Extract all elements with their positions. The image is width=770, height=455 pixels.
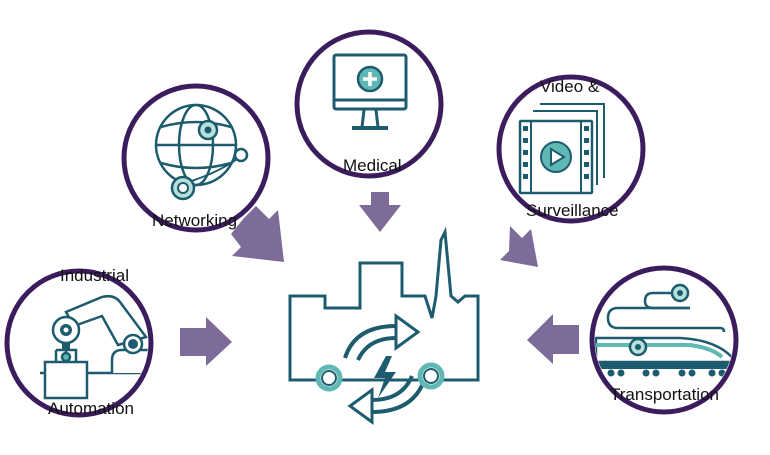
factory-power-cycle-icon	[288, 226, 480, 425]
arrow-networking	[231, 206, 284, 262]
bullet-train-icon	[595, 283, 733, 377]
factory-outline	[288, 226, 480, 382]
node-circle-networking	[121, 83, 271, 233]
label-medical: Medical	[343, 156, 402, 175]
robot-arm-icon	[40, 294, 148, 400]
label-industrial-bottom: Automation	[48, 399, 134, 418]
node-circle-video	[496, 74, 646, 224]
globe-network-icon	[154, 103, 249, 201]
label-video-top: Video &	[540, 77, 600, 96]
label-transportation: Transportation	[610, 385, 719, 404]
lightning-bolt-icon	[374, 356, 396, 398]
arrow-video	[500, 226, 538, 267]
arrow-industrial	[180, 317, 232, 366]
arrow-transportation	[527, 314, 579, 364]
monitor-medical-cross-icon	[332, 53, 408, 130]
label-video-bottom: Surveillance	[526, 201, 619, 220]
video-film-play-icon	[518, 103, 605, 195]
label-industrial-top: Industrial	[60, 266, 129, 285]
arrow-medical	[359, 192, 401, 232]
arrows	[180, 192, 579, 366]
label-networking: Networking	[152, 211, 238, 230]
